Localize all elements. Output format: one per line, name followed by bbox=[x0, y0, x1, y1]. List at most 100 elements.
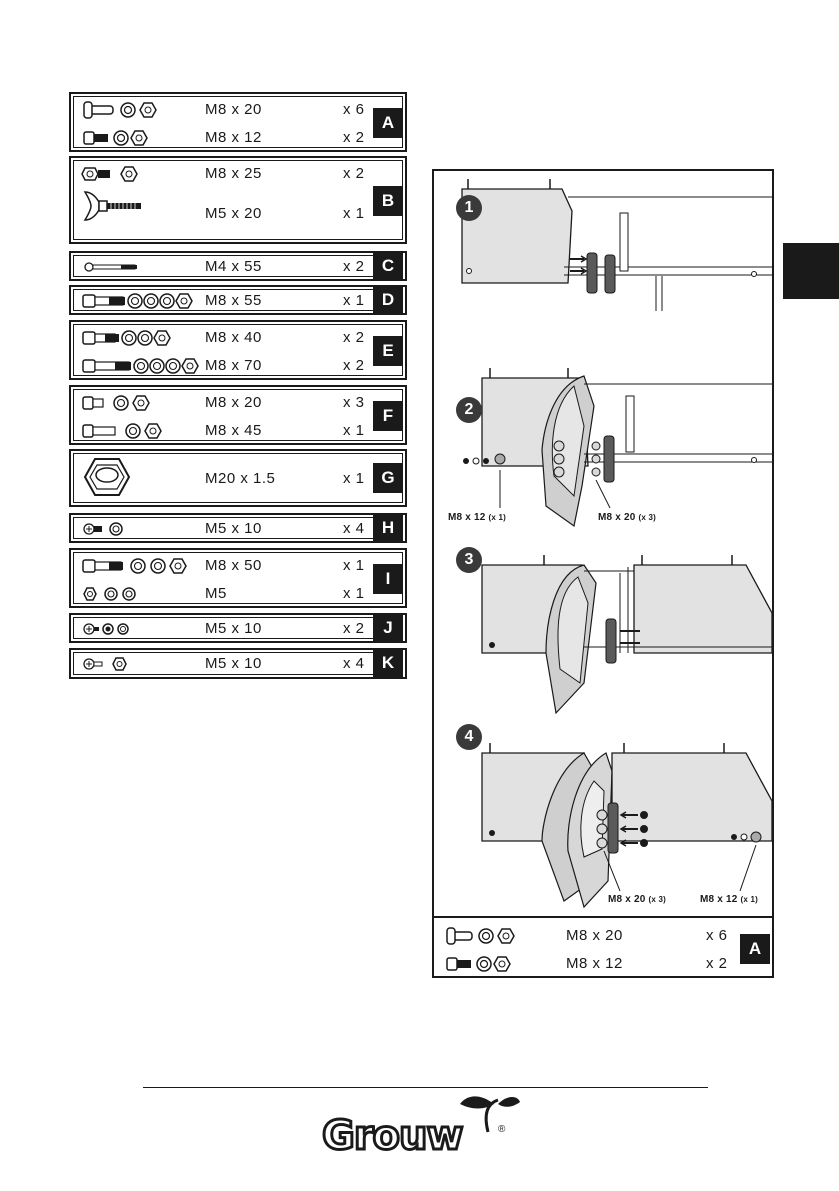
part-group-k: M5 x 10 x 4 K bbox=[69, 648, 407, 679]
callout-spec: M8 x 20 bbox=[608, 894, 646, 905]
part-qty: x 1 bbox=[343, 585, 365, 602]
step-2-badge: 2 bbox=[456, 397, 482, 423]
part-row: M8 x 20 x 3 bbox=[71, 391, 405, 415]
part-qty: x 2 bbox=[343, 129, 365, 146]
footer-divider bbox=[143, 1087, 708, 1088]
part-spec: M5 x 10 bbox=[205, 620, 262, 637]
legend-spec: M8 x 20 bbox=[566, 927, 623, 944]
part-group-b: M8 x 25 x 2 M5 x 20 x 1 B bbox=[69, 156, 407, 244]
part-group-e: M8 x 40 x 2 M8 x 70 x 2 E bbox=[69, 320, 407, 380]
part-row: M5 x 1 bbox=[71, 582, 405, 606]
screw-washer-icon bbox=[83, 522, 123, 536]
part-qty: x 4 bbox=[343, 655, 365, 672]
part-spec: M5 x 10 bbox=[205, 520, 262, 537]
callout-qty: (x 1) bbox=[488, 513, 506, 522]
callout-qty: (x 1) bbox=[740, 895, 758, 904]
step-3-drawing bbox=[481, 555, 772, 715]
bolt-washers-nut-icon bbox=[82, 293, 193, 309]
part-qty: x 2 bbox=[343, 329, 365, 346]
callout-step2-right: M8 x 20 (x 3) bbox=[598, 512, 656, 523]
part-spec: M5 x 10 bbox=[205, 655, 262, 672]
part-qty: x 3 bbox=[343, 394, 365, 411]
part-spec: M4 x 55 bbox=[205, 258, 262, 275]
bolt-washers-nut-icon bbox=[82, 330, 171, 346]
part-qty: x 4 bbox=[343, 520, 365, 537]
part-spec: M8 x 25 bbox=[205, 165, 262, 182]
part-qty: x 2 bbox=[343, 165, 365, 182]
part-group-h: M5 x 10 x 4 H bbox=[69, 513, 407, 543]
callout-spec: M8 x 12 bbox=[700, 894, 738, 905]
part-row: M8 x 12 x 2 bbox=[71, 126, 405, 150]
part-letter: C bbox=[373, 251, 403, 281]
part-row: M8 x 70 x 2 bbox=[71, 354, 405, 378]
part-group-g: M20 x 1.5 x 1 G bbox=[69, 449, 407, 507]
step-2-drawing bbox=[463, 368, 772, 528]
carriage-bolt-washer-nut-icon bbox=[83, 101, 157, 119]
logo-leaf-icon bbox=[460, 1096, 520, 1133]
part-letter: J bbox=[373, 613, 403, 643]
part-group-j: M5 x 10 x 2 J bbox=[69, 613, 407, 643]
part-spec: M5 bbox=[205, 585, 227, 602]
legend-row: M8 x 20 x 6 bbox=[434, 924, 772, 948]
part-qty: x 1 bbox=[343, 557, 365, 574]
part-row: M8 x 50 x 1 bbox=[71, 554, 405, 578]
wing-screw-icon bbox=[83, 191, 141, 221]
step-3-badge: 3 bbox=[456, 547, 482, 573]
long-screw-icon bbox=[84, 262, 137, 272]
step-4-badge: 4 bbox=[456, 724, 482, 750]
part-qty: x 1 bbox=[343, 205, 365, 222]
part-letter: I bbox=[373, 564, 403, 594]
brand-name: Grouw bbox=[320, 1113, 464, 1160]
part-letter: H bbox=[373, 513, 403, 543]
part-row: M8 x 45 x 1 bbox=[71, 419, 405, 443]
part-row: M8 x 40 x 2 bbox=[71, 326, 405, 350]
nut-washers-icon bbox=[83, 587, 136, 601]
bolt-washers-nut-icon bbox=[83, 130, 148, 146]
part-spec: M20 x 1.5 bbox=[205, 470, 276, 487]
screw-nut-icon bbox=[83, 657, 127, 671]
legend-letter: A bbox=[740, 934, 770, 964]
part-row: M5 x 10 x 4 bbox=[71, 517, 405, 541]
part-group-a: M8 x 20 x 6 M8 x 12 x 2 A bbox=[69, 92, 407, 152]
part-row: M8 x 25 x 2 bbox=[71, 162, 405, 186]
step-1-badge: 1 bbox=[456, 195, 482, 221]
part-row: M4 x 55 x 2 bbox=[71, 255, 405, 279]
callout-step2-left: M8 x 12 (x 1) bbox=[448, 512, 506, 523]
part-qty: x 1 bbox=[343, 470, 365, 487]
part-group-f: M8 x 20 x 3 M8 x 45 x 1 F bbox=[69, 385, 407, 445]
step-1-drawing bbox=[461, 179, 772, 311]
part-row: M5 x 10 x 4 bbox=[71, 652, 405, 676]
callout-spec: M8 x 20 bbox=[598, 512, 636, 523]
callout-qty: (x 3) bbox=[638, 513, 656, 522]
part-letter: A bbox=[373, 108, 403, 138]
callout-qty: (x 3) bbox=[648, 895, 666, 904]
part-spec: M8 x 70 bbox=[205, 357, 262, 374]
callout-spec: M8 x 12 bbox=[448, 512, 486, 523]
part-qty: x 1 bbox=[343, 422, 365, 439]
part-spec: M8 x 12 bbox=[205, 129, 262, 146]
part-spec: M8 x 20 bbox=[205, 394, 262, 411]
legend-spec: M8 x 12 bbox=[566, 955, 623, 972]
screw-washers-icon bbox=[83, 623, 129, 635]
part-spec: M8 x 50 bbox=[205, 557, 262, 574]
part-group-c: M4 x 55 x 2 C bbox=[69, 251, 407, 281]
part-letter: E bbox=[373, 336, 403, 366]
part-qty: x 1 bbox=[343, 292, 365, 309]
callout-step4-right: M8 x 12 (x 1) bbox=[700, 894, 758, 905]
hex-nut-icon bbox=[83, 458, 131, 496]
registered-mark: ® bbox=[498, 1124, 506, 1135]
part-spec: M8 x 55 bbox=[205, 292, 262, 309]
bolt-washers-nut-icon bbox=[446, 956, 511, 972]
part-group-d: M8 x 55 x 1 D bbox=[69, 285, 407, 315]
part-letter: K bbox=[373, 648, 403, 678]
bolt-washer-nut-icon bbox=[82, 423, 162, 439]
part-letter: G bbox=[373, 463, 403, 493]
part-spec: M8 x 45 bbox=[205, 422, 262, 439]
bolt-washers-nut-icon bbox=[82, 558, 187, 574]
legend-qty: x 6 bbox=[706, 927, 728, 944]
bolt-washer-nut-icon bbox=[82, 395, 150, 411]
part-qty: x 2 bbox=[343, 620, 365, 637]
long-bolt-washers-nut-icon bbox=[82, 358, 199, 374]
assembly-diagram: 1 2 M8 x 12 (x 1) M8 bbox=[432, 169, 774, 978]
part-qty: x 2 bbox=[343, 357, 365, 374]
